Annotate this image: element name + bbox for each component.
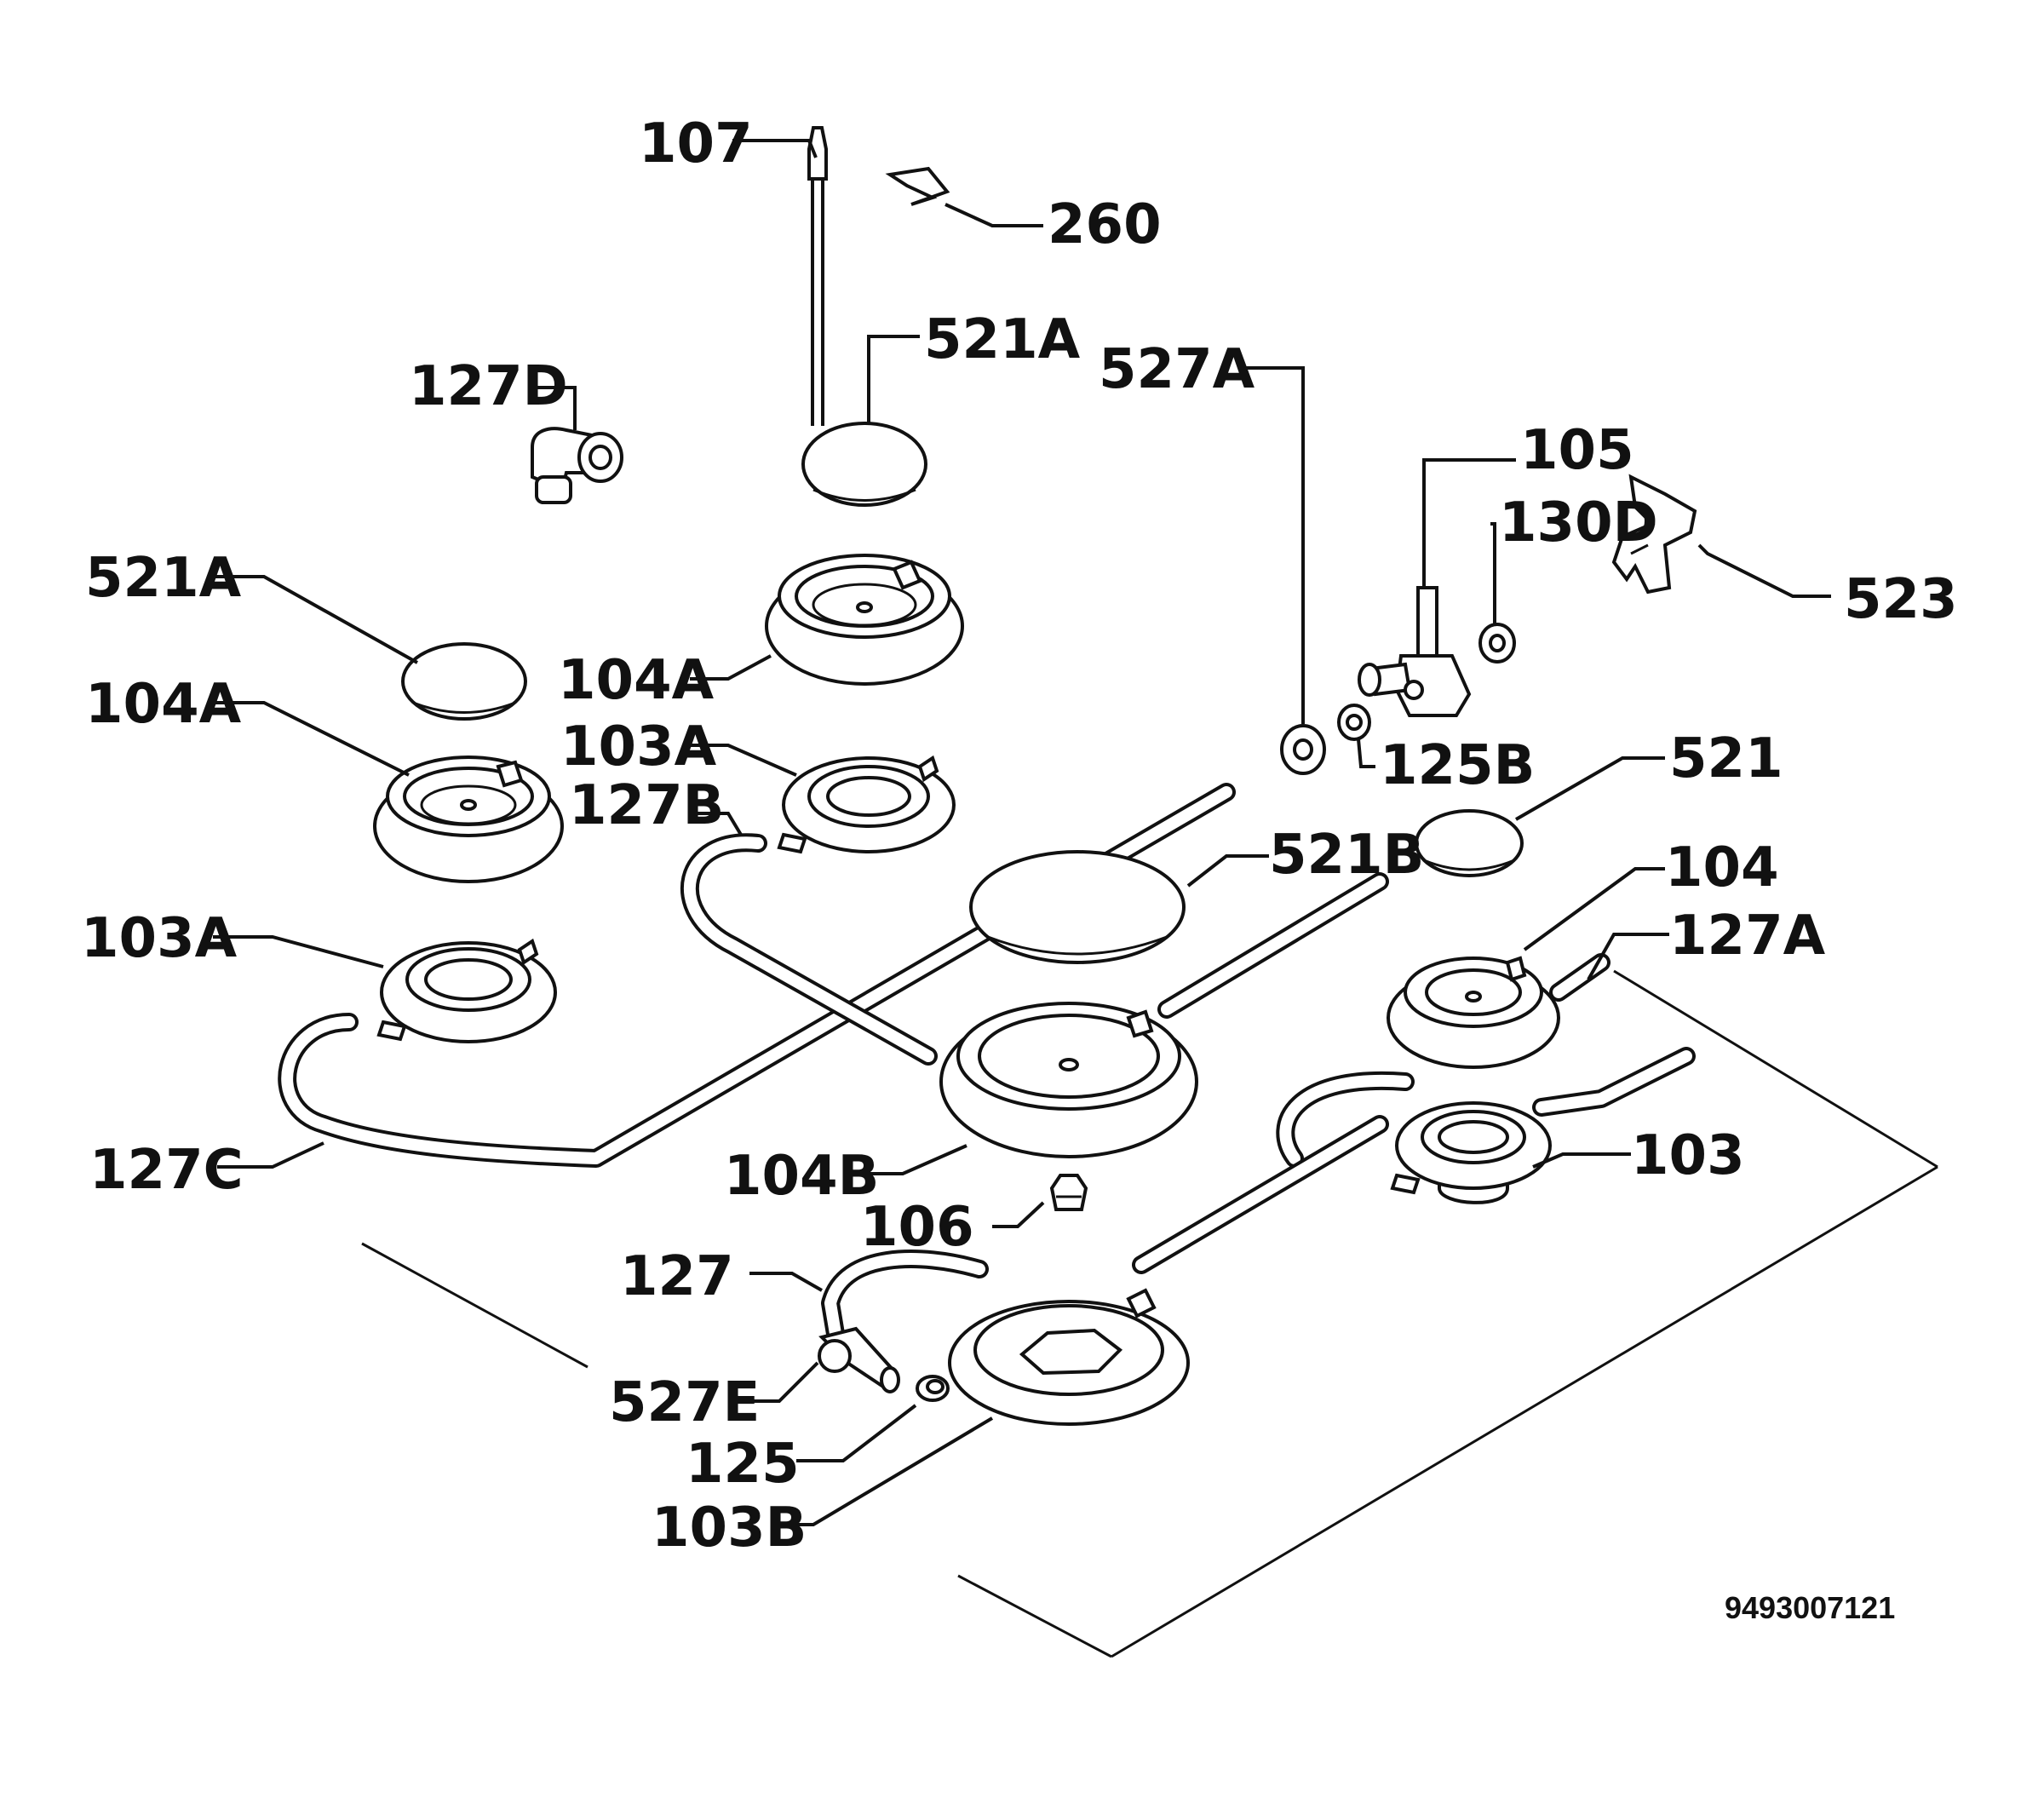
label-104B: 104B <box>724 1145 879 1208</box>
cap-521B <box>969 850 1186 964</box>
parts <box>373 126 1697 1426</box>
label-521A-left: 521A <box>85 547 242 610</box>
burner-body-103A-mid <box>777 755 956 854</box>
label-104A-mid: 104A <box>558 649 715 712</box>
cap-521 <box>1415 809 1524 877</box>
injector-125B <box>1337 704 1371 741</box>
label-521: 521 <box>1669 727 1783 790</box>
label-125: 125 <box>686 1433 800 1496</box>
elbow-127D <box>531 427 623 504</box>
label-104A-left: 104A <box>85 673 242 736</box>
drawing-code: 9493007121 <box>1725 1590 1895 1625</box>
burner-body-103 <box>1390 1101 1552 1204</box>
hob-outline <box>361 969 1938 1658</box>
burner-head-104A-left <box>373 755 564 883</box>
burner-body-103A-left <box>376 938 557 1043</box>
label-125B: 125B <box>1380 734 1535 797</box>
cap-521A-top <box>801 422 927 507</box>
label-103A-mid: 103A <box>560 715 717 778</box>
burner-body-103B <box>948 1288 1190 1426</box>
washer-130D <box>1478 623 1516 664</box>
thermocouple-107 <box>807 126 828 181</box>
callout-labels: 107 260 521A 527A 127D 105 130D 523 521A… <box>81 112 1958 1625</box>
label-106: 106 <box>860 1196 974 1259</box>
label-127A: 127A <box>1669 905 1826 968</box>
connector-527E <box>818 1326 900 1393</box>
nut-527A <box>1280 724 1326 775</box>
label-521B: 521B <box>1269 824 1424 887</box>
valve-105 <box>1358 586 1472 717</box>
label-523: 523 <box>1844 568 1958 631</box>
cap-521A-left <box>401 642 527 721</box>
label-527E: 527E <box>609 1371 760 1434</box>
label-527A: 527A <box>1099 338 1255 401</box>
label-260: 260 <box>1048 193 1162 256</box>
burner-head-104A-mid <box>765 554 964 686</box>
label-103B: 103B <box>652 1497 807 1560</box>
injector-125 <box>916 1375 950 1402</box>
bracket-523 <box>1611 474 1697 595</box>
label-103A-left: 103A <box>81 907 238 970</box>
label-127B: 127B <box>569 774 724 837</box>
burner-head-104 <box>1387 956 1560 1069</box>
nozzle-106 <box>1049 1174 1088 1211</box>
label-104: 104 <box>1665 836 1779 899</box>
label-127D: 127D <box>409 355 568 418</box>
burner-head-104B <box>939 1002 1198 1158</box>
label-521A-top: 521A <box>924 308 1081 371</box>
label-130D: 130D <box>1499 491 1658 554</box>
label-103: 103 <box>1631 1124 1745 1187</box>
label-107: 107 <box>639 112 753 175</box>
leader-lines <box>213 139 1831 1526</box>
label-127C: 127C <box>89 1139 244 1202</box>
label-127: 127 <box>620 1245 734 1308</box>
label-105: 105 <box>1520 419 1634 482</box>
gas-tubes <box>278 179 1696 1364</box>
clip-260 <box>885 166 950 206</box>
